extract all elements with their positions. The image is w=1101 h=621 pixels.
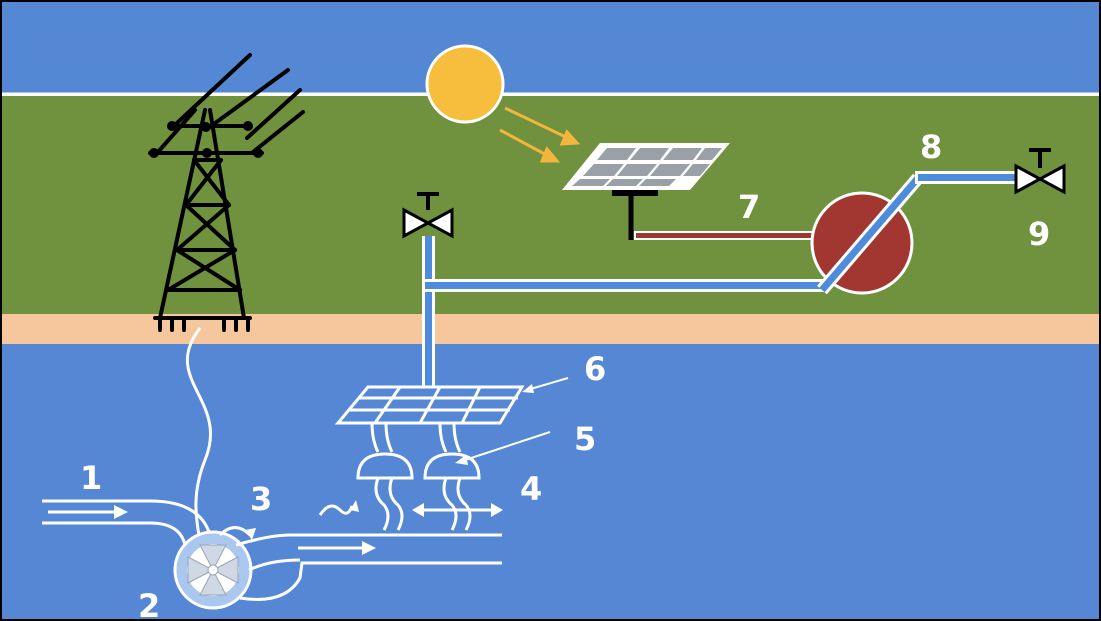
- outlet-flow-arrow: [362, 541, 376, 555]
- valve-icon: [402, 192, 454, 239]
- label-7: 7: [738, 188, 760, 226]
- outlet-pipe: [915, 171, 1015, 184]
- label-5: 5: [574, 420, 596, 458]
- inlet-arrow: [114, 505, 128, 519]
- nozzles: [356, 452, 481, 531]
- grid-pointer-arrow: [526, 377, 569, 391]
- label-1: 1: [80, 459, 102, 497]
- bidirectional-arrow: [412, 503, 503, 517]
- hot-water-pipe: [634, 231, 824, 240]
- wave-arrow: [318, 504, 354, 516]
- label-3: 3: [250, 480, 272, 518]
- outlet-valve-icon: [1014, 148, 1066, 195]
- power-tower-icon: [148, 53, 305, 332]
- label-2: 2: [138, 587, 160, 621]
- label-9: 9: [1028, 215, 1050, 253]
- label-8: 8: [920, 128, 942, 166]
- label-6: 6: [584, 350, 606, 388]
- supply-pipe: [422, 236, 827, 386]
- water-band: [0, 344, 1101, 621]
- nozzle-pointer-arrow: [461, 431, 551, 462]
- heat-exchanger-tank-icon: [810, 173, 923, 295]
- sky-band: [0, 0, 1101, 93]
- sun-icon: [425, 44, 505, 124]
- label-4: 4: [520, 470, 542, 508]
- pump-icon: [173, 530, 253, 610]
- sun-rays: [499, 106, 581, 163]
- inlet-pipe: [42, 499, 212, 546]
- heating-grid-icon: [334, 385, 525, 453]
- solar-panel-icon: [562, 143, 730, 240]
- pump-outlet-pipes: [235, 533, 502, 601]
